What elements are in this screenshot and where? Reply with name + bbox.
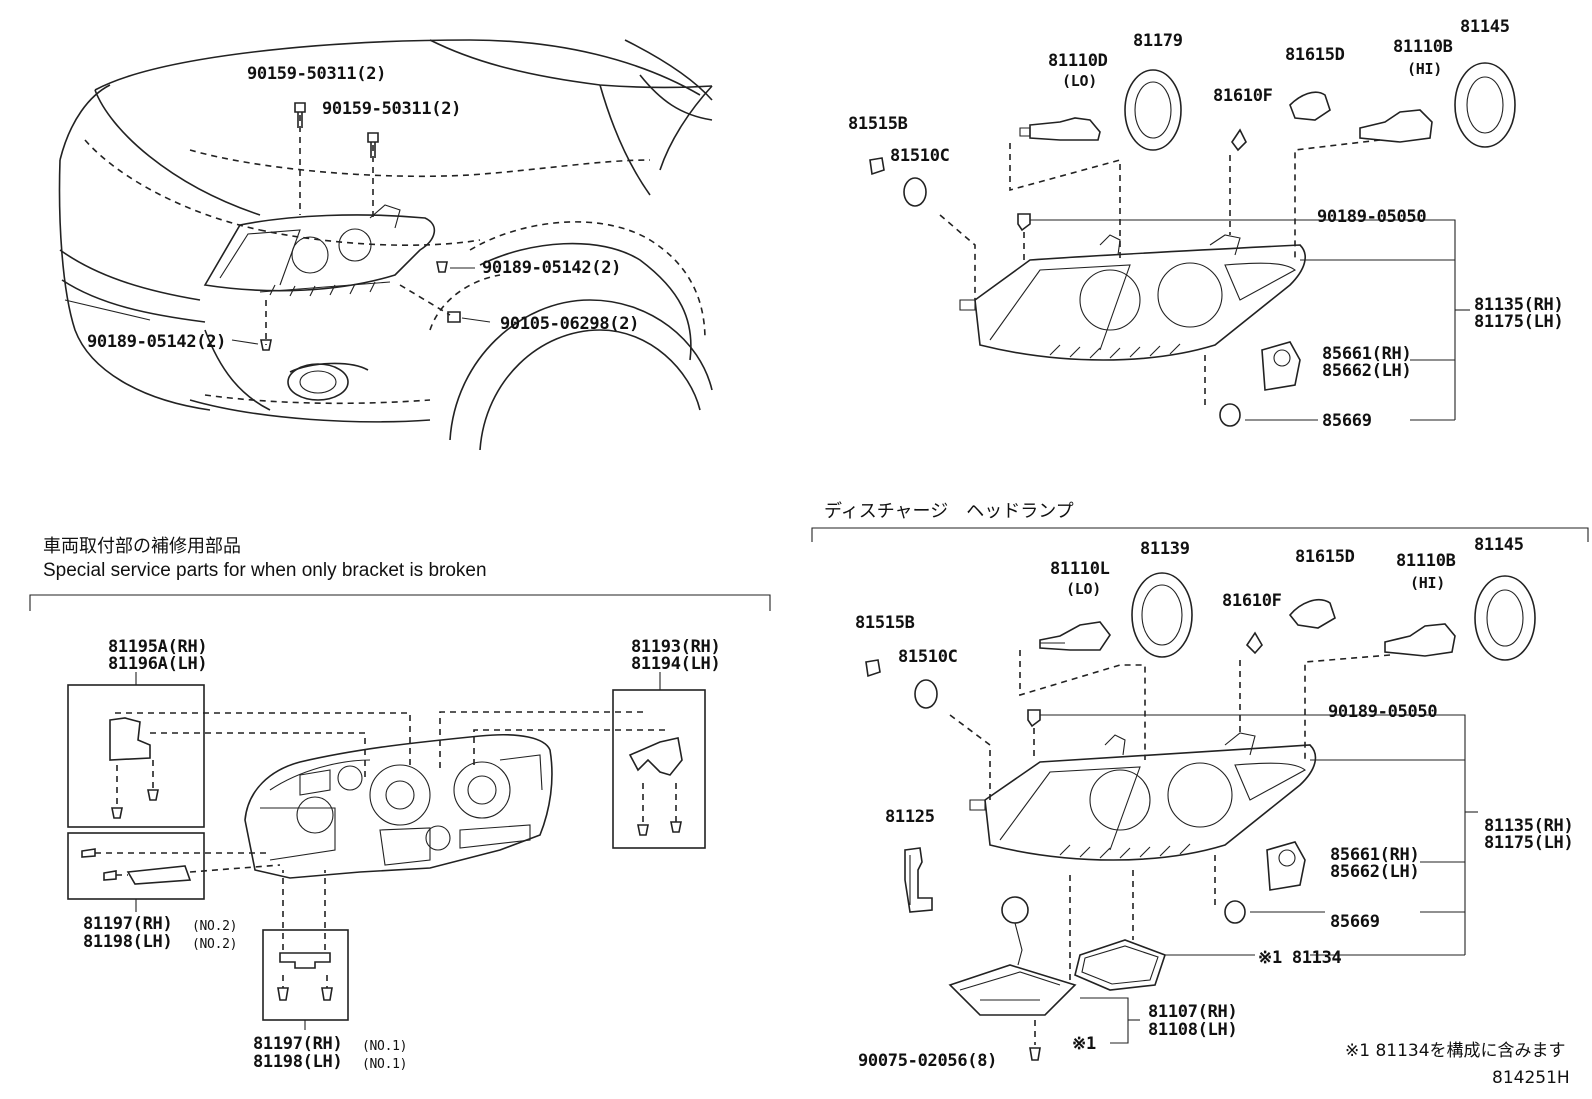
discharge-headlamp-assembly: [811, 527, 1589, 1061]
label-discharge-socket-b: 81515B: [855, 613, 915, 633]
bracket-service-parts: [29, 594, 771, 1030]
label-halogen-bulb-hi: 81110B: [1393, 37, 1453, 57]
label-discharge-bulb-hi: 81110B: [1396, 551, 1456, 571]
label-discharge-gasket: ※1 81134: [1258, 948, 1342, 968]
label-discharge-bulb-hi-sub: (HI): [1410, 574, 1445, 592]
label-halogen-motor-lh: 85662(LH): [1322, 361, 1412, 381]
label-discharge-wire: 81125: [885, 807, 935, 827]
label-discharge-lamp-lh: 81175(LH): [1484, 833, 1574, 853]
label-discharge-ballast-lh: 81108(LH): [1148, 1020, 1238, 1040]
label-halogen-motor-rh: 85661(RH): [1322, 344, 1412, 364]
label-clip-left: 90189-05142(2): [87, 332, 227, 352]
label-halogen-bulb-f: 81610F: [1213, 86, 1273, 106]
label-discharge-bulb-lo-sub: (LO): [1066, 580, 1101, 598]
label-bracket-d-lh: 81198(LH): [253, 1052, 343, 1072]
label-halogen-socket-b: 81515B: [848, 114, 908, 134]
label-bracket-c-lh-no: (NO.2): [192, 937, 238, 952]
label-bracket-b-lh: 81194(LH): [631, 654, 721, 674]
diagram-id: 814251H: [1492, 1068, 1570, 1088]
label-screw-top-2: 90159-50311(2): [322, 99, 462, 119]
label-discharge-screw: 90075-02056(8): [858, 1051, 998, 1071]
label-discharge-clip: 90189-05050: [1328, 702, 1438, 722]
label-discharge-bulb-f: 81610F: [1222, 591, 1282, 611]
car-front-view: [58, 39, 713, 451]
label-discharge-socket-d: 81615D: [1295, 547, 1355, 567]
label-discharge-motor-rh: 85661(RH): [1330, 845, 1420, 865]
bracket-section-title-jp: 車両取付部の補修用部品: [43, 536, 241, 557]
label-halogen-bulb-lo-sub: (LO): [1062, 72, 1097, 90]
label-bracket-c-lh: 81198(LH): [83, 932, 173, 952]
label-halogen-cap-hi: 81145: [1460, 17, 1510, 37]
label-halogen-clip: 90189-05050: [1317, 207, 1427, 227]
label-halogen-cap-lo: 81179: [1133, 31, 1183, 51]
label-bracket-d-rh-no: (NO.1): [362, 1039, 408, 1054]
label-halogen-oring: 85669: [1322, 411, 1372, 431]
label-bracket-a-rh: 81195A(RH): [108, 637, 208, 657]
label-discharge-bulb-lo: 81110L: [1050, 559, 1110, 579]
label-discharge-ballast-rh: 81107(RH): [1148, 1002, 1238, 1022]
label-discharge-lamp-rh: 81135(RH): [1484, 816, 1574, 836]
label-halogen-socket-d: 81615D: [1285, 45, 1345, 65]
label-bracket-c-rh-no: (NO.2): [192, 919, 238, 934]
label-halogen-lamp-rh: 81135(RH): [1474, 295, 1564, 315]
label-halogen-bulb-lo: 81110D: [1048, 51, 1108, 71]
discharge-footnote: ※1 81134を構成に含みます: [1345, 1041, 1566, 1061]
label-nut-right: 90105-06298(2): [500, 314, 640, 334]
label-halogen-bulb-c: 81510C: [890, 146, 950, 166]
label-discharge-ballast-mark: ※1: [1072, 1034, 1096, 1054]
label-bracket-d-rh: 81197(RH): [253, 1034, 343, 1054]
label-halogen-bulb-hi-sub: (HI): [1407, 60, 1442, 78]
label-discharge-cap-hi: 81145: [1474, 535, 1524, 555]
label-discharge-bulb-c: 81510C: [898, 647, 958, 667]
label-discharge-oring: 85669: [1330, 912, 1380, 932]
label-bracket-c-rh: 81197(RH): [83, 914, 173, 934]
label-discharge-cap-lo: 81139: [1140, 539, 1190, 559]
label-bracket-b-rh: 81193(RH): [631, 637, 721, 657]
label-bracket-d-lh-no: (NO.1): [362, 1057, 408, 1072]
label-bracket-a-lh: 81196A(LH): [108, 654, 208, 674]
label-screw-top-1: 90159-50311(2): [247, 64, 387, 84]
halogen-headlamp-assembly: [869, 62, 1516, 427]
label-discharge-motor-lh: 85662(LH): [1330, 862, 1420, 882]
label-halogen-lamp-lh: 81175(LH): [1474, 312, 1564, 332]
bracket-section-title-en: Special service parts for when only brac…: [43, 560, 487, 581]
label-clip-right: 90189-05142(2): [482, 258, 622, 278]
discharge-section-title: ディスチャージ ヘッドランプ: [824, 501, 1074, 522]
